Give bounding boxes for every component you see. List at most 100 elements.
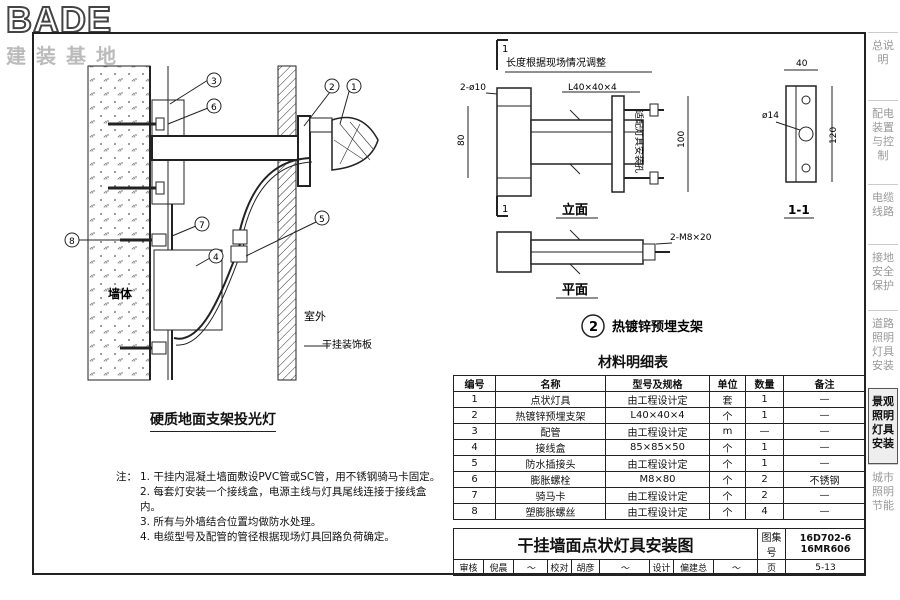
proofer-signature: 〜	[599, 559, 650, 576]
spot-lamp	[331, 116, 379, 171]
dim-80: 80	[457, 134, 467, 146]
svg-text:8: 8	[69, 237, 75, 247]
junction-box	[153, 249, 223, 331]
design-label: 设计	[649, 559, 674, 576]
table-cell: 接线盒	[495, 439, 606, 456]
tab-grounding[interactable]: 接地安全保护	[868, 244, 898, 310]
page-label: 页	[757, 559, 786, 576]
review-label: 审核	[453, 559, 484, 576]
svg-text:6: 6	[211, 103, 217, 113]
material-table-header: 编号名称型号及规格单位数量备注	[453, 375, 866, 392]
table-cell: 85×85×50	[605, 439, 710, 456]
wall-label: 墙体	[108, 286, 133, 301]
brand-logo: BADE 建装基地	[5, 1, 126, 69]
svg-text:1: 1	[351, 83, 357, 93]
table-cell: 2	[453, 407, 496, 424]
table-cell: 由工程设计定	[605, 503, 710, 520]
note-4: 4. 电缆型号及配管的管径根据现场灯具回路负荷确定。	[140, 531, 395, 543]
callout-1: 1	[339, 78, 362, 125]
table-cell: —	[783, 407, 866, 424]
table-cell: —	[783, 503, 866, 520]
note-1: 1. 干挂内混凝土墙面敷设PVC管或SC管，用不锈钢骑马卡固定。	[140, 471, 441, 483]
table-cell: 配管	[495, 423, 606, 440]
drawing-title: 干挂墙面点状灯具安装图	[453, 528, 758, 560]
table-cell: 点状灯具	[495, 391, 606, 408]
table-cell: 5	[453, 455, 496, 472]
reviewer-signature: 〜	[513, 559, 548, 576]
table-cell: 由工程设计定	[605, 391, 710, 408]
material-table-header-cell: 数量	[745, 375, 784, 392]
table-cell: —	[783, 439, 866, 456]
svg-text:4: 4	[213, 253, 219, 263]
table-cell: 套	[709, 391, 746, 408]
table-cell: 1	[453, 391, 496, 408]
callout-3: 3	[169, 72, 222, 105]
callout-6: 6	[167, 98, 222, 125]
tab-road-lighting[interactable]: 道路照明灯具安装	[868, 310, 898, 388]
tab-general[interactable]: 总说明	[868, 32, 898, 100]
table-cell: 由工程设计定	[605, 423, 710, 440]
proof-label: 校对	[547, 559, 572, 576]
table-cell: 2	[745, 487, 784, 504]
table-cell: 塑膨胀螺丝	[495, 503, 606, 520]
table-cell: 由工程设计定	[605, 487, 710, 504]
elevation-label: 立面	[562, 202, 588, 218]
table-cell: 6	[453, 471, 496, 488]
section-label: 1-1	[788, 203, 810, 217]
table-cell: —	[783, 455, 866, 472]
dim-100: 100	[677, 131, 687, 148]
lamp-mount-note: 适配灯具安装孔	[633, 110, 645, 173]
table-cell: 1	[745, 455, 784, 472]
designer-name: 偏建总	[673, 559, 714, 576]
table-cell: m	[709, 423, 746, 440]
table-cell: 8	[453, 503, 496, 520]
chapter-tabs: 总说明 配电装置与控制 电缆线路 接地安全保护 道路照明灯具安装 景观照明灯具安…	[868, 32, 900, 575]
table-cell: M8×80	[605, 471, 710, 488]
table-cell: 1	[745, 391, 784, 408]
svg-text:5: 5	[319, 215, 325, 225]
dim-phi14: ø14	[762, 111, 779, 121]
svg-text:3: 3	[211, 77, 217, 87]
wall-mounted-light-drawing: 墙体 室外 干挂装饰板 1 2 3 6 7 4 5 8	[64, 65, 379, 381]
callout-2: 2	[303, 78, 340, 127]
table-cell: 个	[709, 487, 746, 504]
table-cell: 热镀锌预埋支架	[495, 407, 606, 424]
table-cell: 1	[745, 407, 784, 424]
drawing-frame	[32, 32, 866, 575]
bracket-callout-circle	[581, 314, 605, 338]
concrete-wall	[87, 65, 151, 381]
material-table-header-cell: 备注	[783, 375, 866, 392]
left-drawing-title: 硬质地面支架投光灯	[150, 409, 276, 432]
tab-landscape-lighting[interactable]: 景观照明灯具安装	[868, 388, 898, 464]
tab-cable[interactable]: 电缆线路	[868, 184, 898, 244]
reviewer-name: 倪晨	[483, 559, 514, 576]
hole-note: 2-ø10	[460, 83, 486, 93]
table-cell: 4	[745, 503, 784, 520]
notes-block: 注： 1. 干挂内混凝土墙面敷设PVC管或SC管，用不锈钢骑马卡固定。 2. 每…	[116, 470, 446, 545]
note-2: 2. 每套灯安装一个接线盒，电源主线与灯具尾线连接于接线盒内。	[140, 486, 427, 513]
table-cell: 2	[745, 471, 784, 488]
section-mark-top: 1	[502, 44, 508, 55]
plan-label: 平面	[562, 283, 588, 298]
table-cell: 个	[709, 439, 746, 456]
dim-120: 120	[829, 127, 839, 144]
bracket-elevation: 1 长度根据现场情况调整 2-ø10 L40×40×4 适配灯具安装孔 80 1…	[457, 39, 689, 219]
table-cell: 防水插接头	[495, 455, 606, 472]
tab-energy-saving[interactable]: 城市照明节能	[868, 464, 898, 534]
material-table-header-cell: 单位	[709, 375, 746, 392]
callout-7: 7	[171, 216, 210, 237]
cladding-panel	[277, 65, 297, 381]
callout-8: 8	[64, 232, 124, 248]
cladding-panel-label: 干挂装饰板	[322, 338, 372, 351]
table-cell: —	[783, 487, 866, 504]
tab-distribution[interactable]: 配电装置与控制	[868, 100, 898, 184]
table-cell: 4	[453, 439, 496, 456]
table-cell: 骑马卡	[495, 487, 606, 504]
proofer-name: 胡彦	[571, 559, 600, 576]
